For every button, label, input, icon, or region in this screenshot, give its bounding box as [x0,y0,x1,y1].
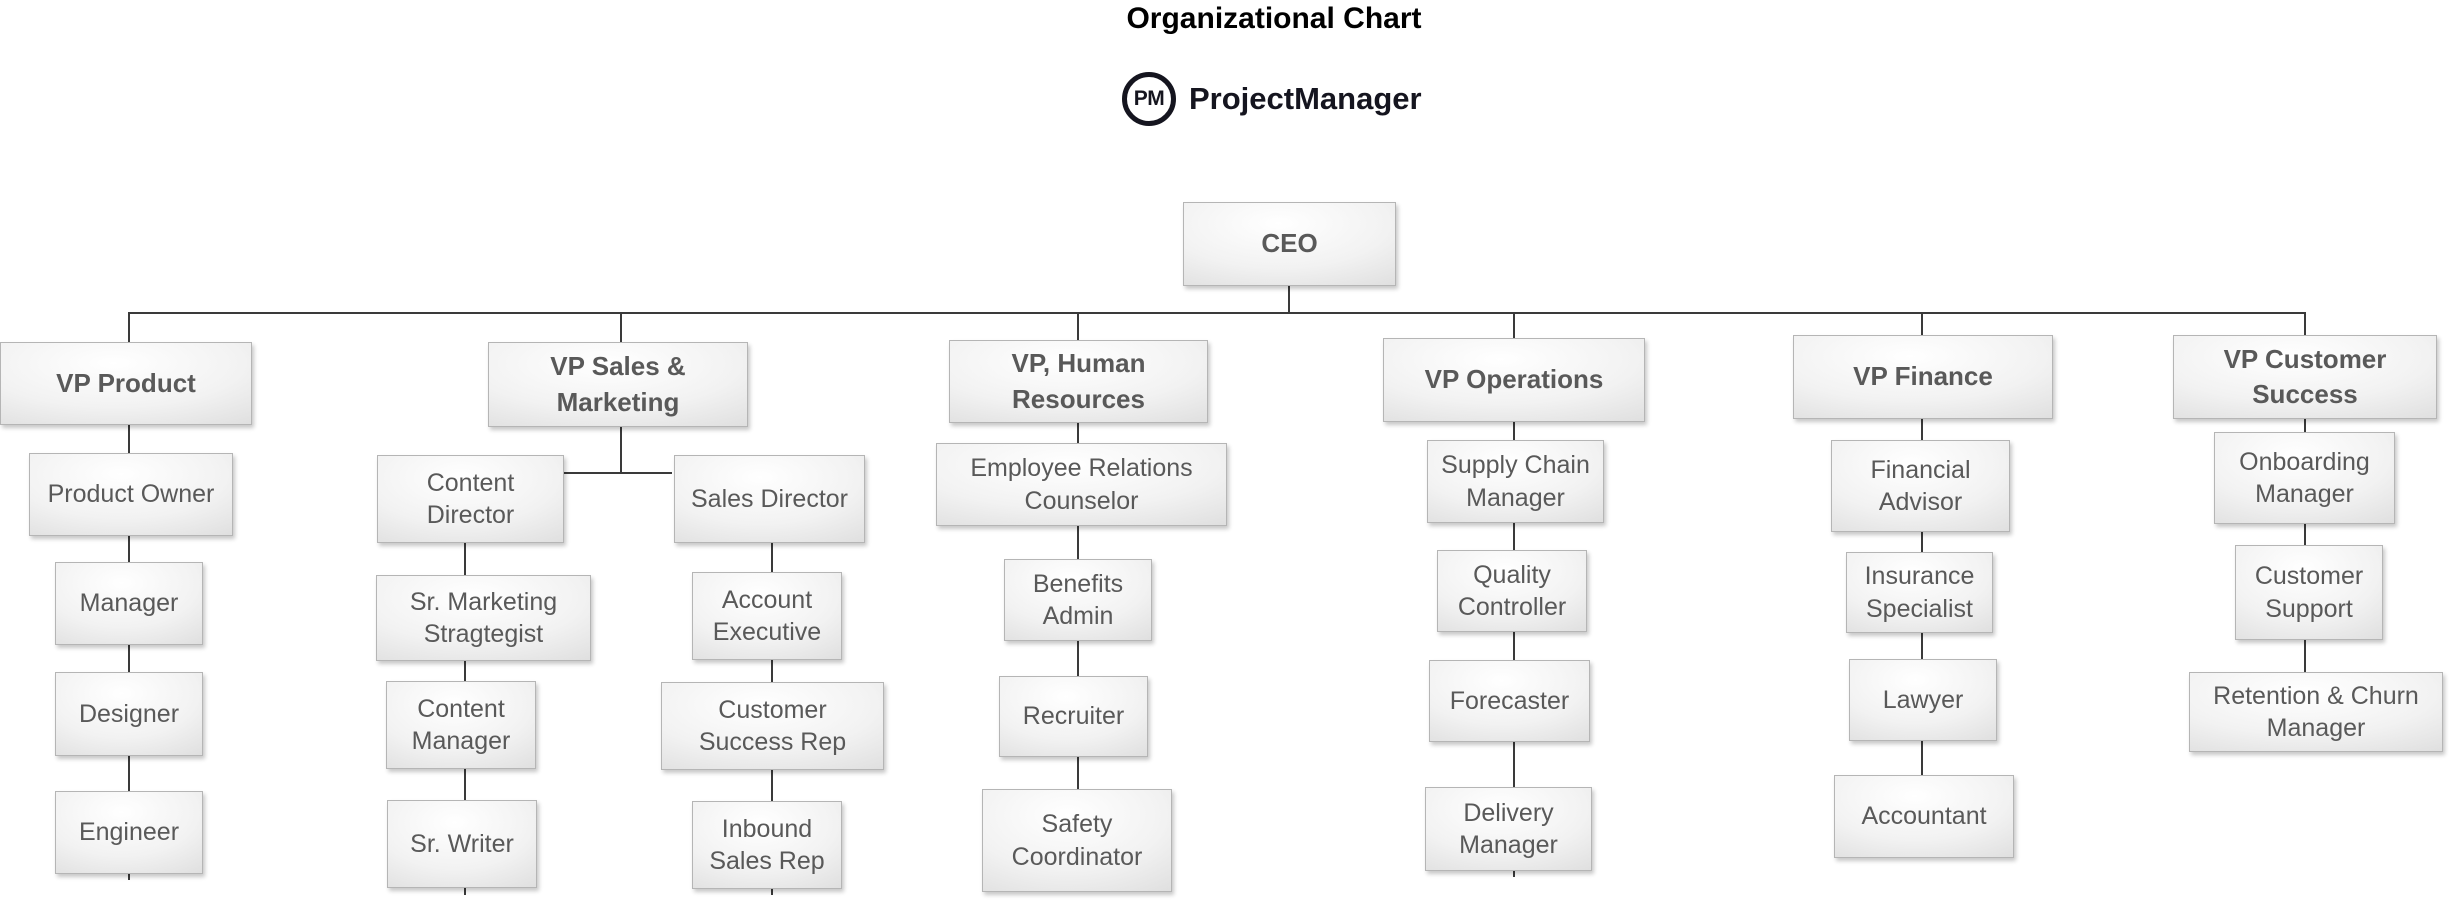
org-node-retention-churn-manager: Retention & Churn Manager [2189,672,2443,752]
org-node-inbound-sales-rep: Inbound Sales Rep [692,801,842,889]
brand-name: ProjectManager [1189,81,1422,116]
connector-line [1077,757,1079,789]
connector-line [128,756,130,791]
connector-line [1513,313,1515,338]
org-node-sr-writer: Sr. Writer [387,800,537,888]
org-node-ceo: CEO [1183,202,1396,286]
connector-line [2304,524,2306,545]
connector-line [620,313,622,342]
org-node-product-owner: Product Owner [29,453,233,536]
connector-line [128,313,130,342]
connector-line [128,425,130,453]
connector-line [1077,641,1079,676]
connector-line [1077,526,1079,559]
connector-line [1077,313,1079,340]
connector-line [1513,523,1515,550]
org-node-vp-customer-success: VP Customer Success [2173,335,2437,419]
connector-line [771,660,773,682]
connector-line [464,543,466,575]
org-node-benefits-admin: Benefits Admin [1004,559,1152,641]
org-node-recruiter: Recruiter [999,676,1148,757]
connector-line [464,888,466,895]
pm-monogram-icon: PM [1122,72,1176,126]
page-title: Organizational Chart [1126,2,1422,35]
org-node-supply-chain-manager: Supply Chain Manager [1427,440,1604,523]
connector-line [1077,423,1079,443]
pm-monogram-text: PM [1133,87,1165,110]
org-node-lawyer: Lawyer [1849,659,1997,741]
org-node-customer-success-rep: Customer Success Rep [661,682,884,770]
connector-line [2304,313,2306,335]
connector-line [771,889,773,895]
org-node-vp-finance: VP Finance [1793,335,2053,419]
org-node-safety-coordinator: Safety Coordinator [982,789,1172,892]
connector-line [2304,419,2306,432]
connector-line [464,661,466,681]
org-node-sales-director: Sales Director [674,455,865,543]
connector-line [1513,871,1515,877]
connector-line [1513,742,1515,787]
org-node-forecaster: Forecaster [1429,660,1590,742]
org-node-vp-operations: VP Operations [1383,338,1645,422]
org-node-content-manager: Content Manager [386,681,536,769]
org-node-quality-controller: Quality Controller [1437,550,1587,632]
connector-line [2304,640,2306,672]
org-node-vp-human-resources: VP, Human Resources [949,340,1208,423]
connector-line [464,769,466,800]
connector-line [128,874,130,880]
org-node-vp-product: VP Product [0,342,252,425]
connector-line [1513,420,1515,440]
org-node-manager: Manager [55,562,203,645]
connector-line [620,427,622,473]
connector-line [1921,313,1923,335]
connector-line [1288,286,1290,313]
org-node-insurance-specialist: Insurance Specialist [1846,552,1993,633]
org-node-content-director: Content Director [377,455,564,543]
org-node-delivery-manager: Delivery Manager [1425,787,1592,871]
org-node-designer: Designer [55,672,203,756]
connector-line [1513,632,1515,660]
org-node-financial-advisor: Financial Advisor [1831,440,2010,532]
org-node-accountant: Accountant [1834,775,2014,858]
brand-logo: PM ProjectManager [1122,72,1422,126]
connector-line [1921,532,1923,552]
org-node-onboarding-manager: Onboarding Manager [2214,432,2395,524]
org-node-engineer: Engineer [55,791,203,874]
connector-line [1921,633,1923,659]
connector-line [128,536,130,562]
org-node-employee-relations-counselor: Employee Relations Counselor [936,443,1227,526]
connector-line [128,312,2306,314]
org-node-account-executive: Account Executive [692,572,842,660]
connector-line [128,645,130,672]
connector-line [1921,419,1923,440]
org-node-customer-support: Customer Support [2235,545,2383,640]
connector-line [1921,741,1923,775]
org-node-sr-marketing-stragtegist: Sr. Marketing Stragtegist [376,575,591,661]
connector-line [771,770,773,801]
org-node-vp-sales-marketing: VP Sales & Marketing [488,342,748,427]
connector-line [771,543,773,572]
connector-line [564,472,672,474]
